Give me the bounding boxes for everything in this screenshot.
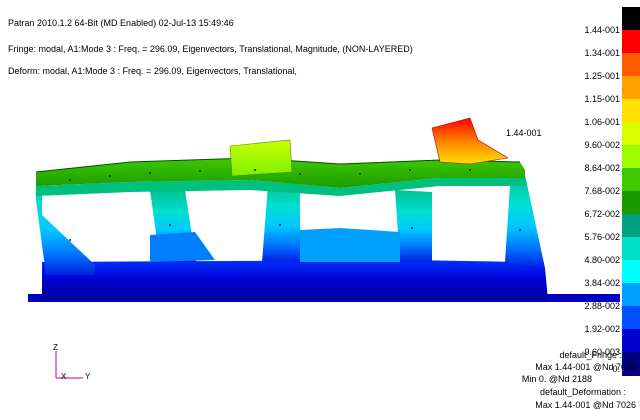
legend-swatch bbox=[622, 306, 640, 330]
left-arch bbox=[150, 232, 215, 262]
legend-label: 2.88-002 bbox=[584, 301, 620, 311]
legend-label: 9.60-003 bbox=[584, 347, 620, 357]
coordinate-triad bbox=[55, 351, 83, 379]
legend-swatch bbox=[622, 260, 640, 284]
legend-label: 1.92-002 bbox=[584, 324, 620, 334]
legend-swatch bbox=[622, 145, 640, 169]
legend-label: 5.76-002 bbox=[584, 232, 620, 242]
title-line: Patran 2010.1.2 64-Bit (MD Enabled) 02-J… bbox=[8, 18, 234, 28]
deformation-max: Max 1.44-001 @Nd 7026 bbox=[535, 400, 636, 410]
legend-label: 8.64-002 bbox=[584, 163, 620, 173]
legend-label: 7.68-002 bbox=[584, 186, 620, 196]
legend-swatch bbox=[622, 352, 640, 376]
legend-label: 1.44-001 bbox=[584, 25, 620, 35]
legend-swatch bbox=[622, 76, 640, 100]
fringe-summary-title: default_Fringe : bbox=[559, 350, 622, 360]
center-panel bbox=[300, 228, 400, 262]
legend-swatch bbox=[622, 214, 640, 238]
left-support bbox=[36, 176, 95, 275]
beam-lower-band bbox=[36, 178, 525, 196]
legend-label: 3.84-002 bbox=[584, 278, 620, 288]
leg-2 bbox=[262, 182, 300, 262]
center-top-tab bbox=[229, 139, 293, 177]
legend-label: 6.72-002 bbox=[584, 209, 620, 219]
legend-label: 1.06-001 bbox=[584, 117, 620, 127]
fringe-max: Max 1.44-001 @Nd 7026 bbox=[535, 362, 636, 372]
deform-description: Deform: modal, A1:Mode 3 : Freq. = 296.0… bbox=[8, 66, 297, 76]
legend-label: 9.60-002 bbox=[584, 140, 620, 150]
legend-label: 0. bbox=[612, 364, 620, 374]
node-markers bbox=[69, 169, 521, 241]
legend-label: 1.25-001 bbox=[584, 71, 620, 81]
legend-swatch bbox=[622, 7, 640, 31]
legend-swatch bbox=[622, 168, 640, 192]
max-marker-label: 1.44-001 bbox=[506, 128, 542, 138]
legend-swatch bbox=[622, 99, 640, 123]
legend-swatch bbox=[622, 191, 640, 215]
deformation-summary-title: default_Deformation : bbox=[539, 387, 626, 397]
legend-swatch bbox=[622, 329, 640, 353]
lower-body bbox=[42, 260, 548, 300]
fem-model-viewport[interactable] bbox=[0, 0, 620, 420]
legend-label: 4.80-002 bbox=[584, 255, 620, 265]
fringe-description: Fringe: modal, A1:Mode 3 : Freq. = 296.0… bbox=[8, 44, 413, 54]
leg-3 bbox=[395, 190, 432, 262]
legend-swatch bbox=[622, 237, 640, 261]
max-deflection-tab bbox=[431, 117, 509, 165]
legend-swatch bbox=[622, 283, 640, 307]
legend-label: 1.15-001 bbox=[584, 94, 620, 104]
fringe-color-bar bbox=[622, 7, 640, 376]
fringe-min: Min 0. @Nd 2188 bbox=[521, 374, 592, 384]
leg-4 bbox=[505, 175, 545, 268]
legend-swatch bbox=[622, 53, 640, 77]
legend-label: 1.34-001 bbox=[584, 48, 620, 58]
legend-swatch bbox=[622, 122, 640, 146]
legend-swatch bbox=[622, 30, 640, 54]
